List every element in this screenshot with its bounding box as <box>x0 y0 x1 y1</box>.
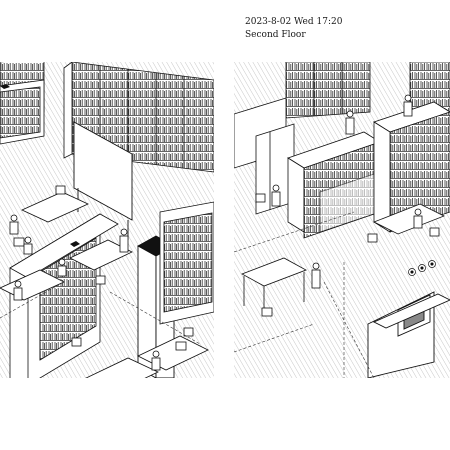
datetime-label: 2023-8-02 Wed 17:20 <box>245 17 343 27</box>
left-drawing-svg <box>0 62 214 378</box>
partition-walls <box>234 97 295 215</box>
tables-right <box>241 203 445 316</box>
caption-block: 2023-8-02 Wed 17:20 Second Floor <box>245 16 445 42</box>
people <box>9 214 161 371</box>
display-boards <box>367 291 450 378</box>
right-shelving-block <box>373 101 450 233</box>
chairs-right <box>255 193 440 317</box>
left-shelving-unit <box>0 79 45 145</box>
right-drawing-svg <box>234 62 450 378</box>
black-markers <box>0 84 80 247</box>
center-shelving-block <box>287 131 381 239</box>
floor-label: Second Floor <box>245 30 306 40</box>
dashed-guides <box>0 283 201 345</box>
dashed-paths <box>234 211 375 378</box>
display-objects <box>408 260 436 276</box>
right-shelving-unit <box>159 201 214 325</box>
back-bookshelves-right <box>285 62 450 119</box>
right-axonometric-drawing <box>234 62 450 378</box>
chairs <box>13 185 194 351</box>
left-axonometric-drawing <box>0 62 214 378</box>
people-right <box>271 94 423 289</box>
